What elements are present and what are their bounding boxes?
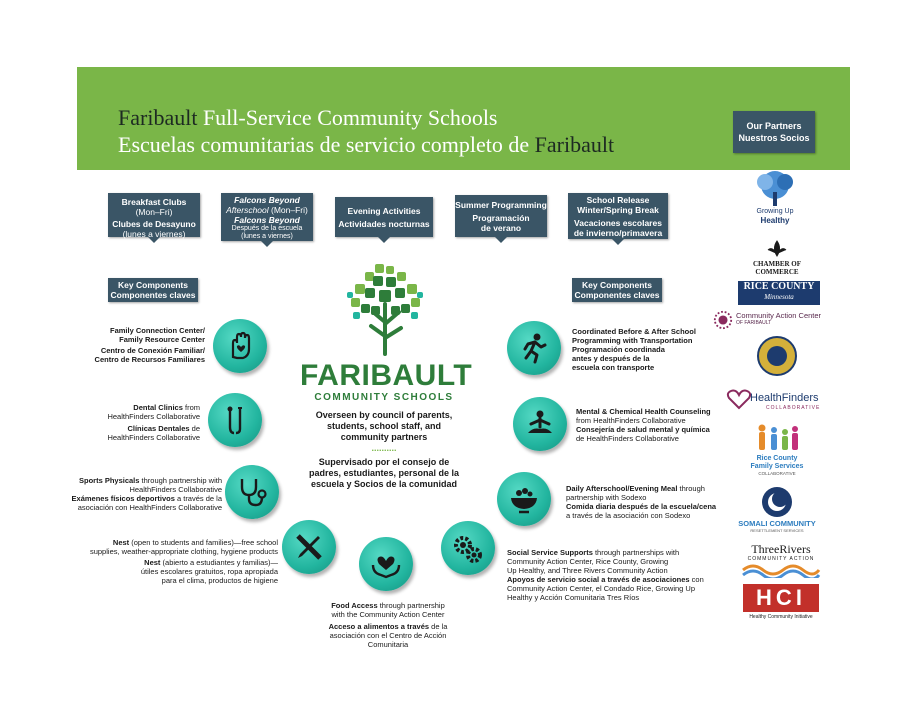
gears-icon xyxy=(454,536,482,563)
dental-circle xyxy=(208,393,262,447)
partner-rice-county-family-services: Rice County Family Services COLLABORATIV… xyxy=(742,423,812,477)
stethoscope-icon xyxy=(240,479,267,507)
program-breakfast: Breakfast Clubs (Mon–Fri) Clubes de Desa… xyxy=(108,193,200,243)
partners-heading: Our Partners Nuestros Socios xyxy=(733,111,815,153)
family-icon xyxy=(758,424,798,450)
sun-icon xyxy=(713,310,733,330)
mental-text: Mental & Chemical Health Counseling from… xyxy=(576,407,711,443)
partner-somali-community: SOMALI COMMUNITY RESETTLEMENT SERVICES xyxy=(731,487,823,533)
dental-text: Dental Clinics from HealthFinders Collab… xyxy=(107,403,200,442)
nest-text: Nest (open to students and families)—fre… xyxy=(89,538,278,585)
fleur-de-lis-icon xyxy=(767,240,787,257)
dental-tools-icon xyxy=(227,406,242,435)
meditation-icon xyxy=(528,410,552,433)
key-components-right: Key Components Componentes claves xyxy=(572,278,662,302)
meal-bowl-icon xyxy=(511,488,537,514)
partner-growing-up-healthy: Growing Up Healthy xyxy=(745,170,805,225)
page-title: Faribault Full-Service Community Schools… xyxy=(118,105,615,157)
sports-circle xyxy=(225,465,279,519)
nest-circle xyxy=(282,520,336,574)
partner-chamber: CHAMBER OF COMMERCE xyxy=(738,240,816,276)
heart-outline-icon xyxy=(726,389,752,410)
key-components-left: Key Components Componentes claves xyxy=(108,278,198,302)
program-summer: Summer Programming Programación de veran… xyxy=(455,195,547,243)
program-falcons-beyond: Falcons Beyond Afterschool (Mon–Fri) Fal… xyxy=(221,193,313,247)
meal-circle xyxy=(497,472,551,526)
waves-icon xyxy=(742,564,821,581)
coordinated-circle xyxy=(507,321,561,375)
hci-logo-icon: HCI xyxy=(743,584,819,612)
header-banner xyxy=(77,67,850,170)
tree-partner-icon xyxy=(757,171,793,206)
sports-text: Sports Physicals through partnership wit… xyxy=(71,476,222,512)
program-evening: Evening Activities Actividades nocturnas xyxy=(335,197,433,243)
coordinated-text: Coordinated Before & After School Progra… xyxy=(572,327,696,372)
governance-text: Overseen by council of parents, students… xyxy=(308,410,460,489)
runner-icon xyxy=(523,333,547,364)
partner-three-rivers: ThreeRivers COMMUNITY ACTION xyxy=(741,542,821,583)
partner-rice-county: RICE COUNTY Minnesota xyxy=(738,281,820,305)
social-text: Social Service Supports through partners… xyxy=(507,548,704,602)
family-center-circle xyxy=(213,319,267,373)
tree-logo-icon xyxy=(345,262,425,357)
partner-hci: HCI Healthy Community Initiative xyxy=(743,584,819,621)
social-circle xyxy=(441,521,495,575)
logo-wordmark: FARIBAULT COMMUNITY SCHOOLS xyxy=(300,359,473,404)
pencil-ruler-icon xyxy=(296,534,322,560)
somali-logo-icon xyxy=(762,487,792,517)
family-center-text: Family Connection Center/ Family Resourc… xyxy=(94,326,205,364)
meal-text: Daily Afterschool/Evening Meal through p… xyxy=(566,484,717,520)
mental-circle xyxy=(513,397,567,451)
partner-community-action-center: Community Action Center OF FARIBAULT xyxy=(713,309,833,331)
hand-heart-icon xyxy=(231,331,251,360)
program-school-release: School Release Winter/Spring Break Vacac… xyxy=(568,193,668,245)
heart-hands-icon xyxy=(371,556,401,579)
seal-logo xyxy=(757,336,797,376)
food-text: Food Access through partnership with the… xyxy=(328,601,448,649)
food-circle xyxy=(359,537,413,591)
